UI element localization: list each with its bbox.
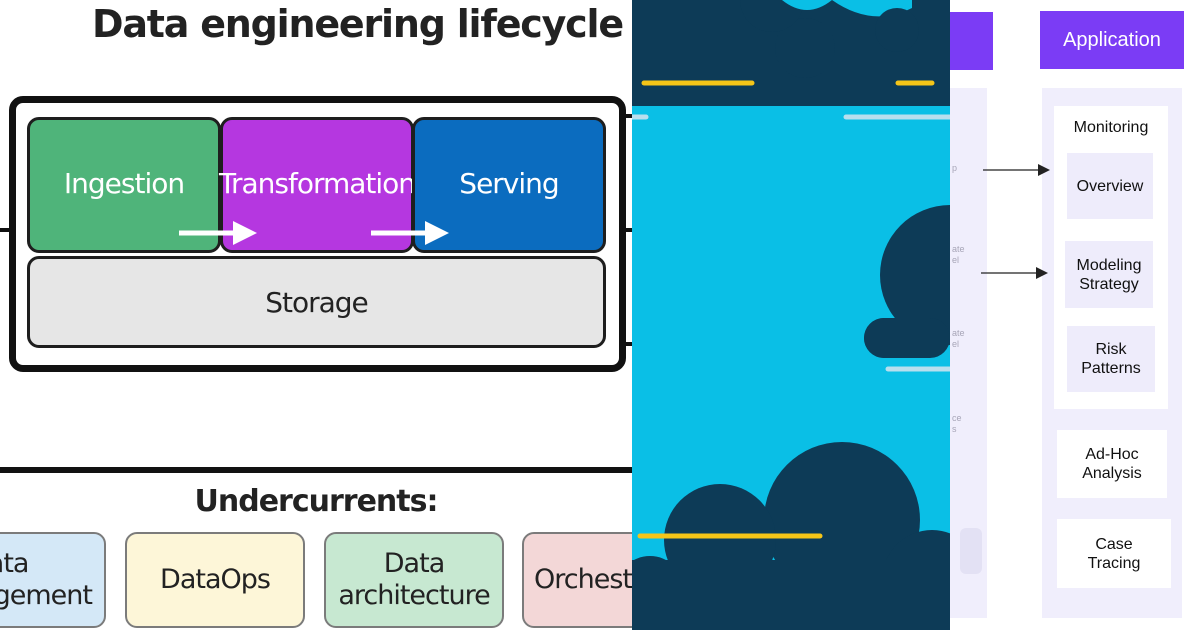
lifecycle-title: Data engineering lifecycle: [92, 2, 624, 46]
undercurrent-label: Orchestr: [534, 564, 632, 595]
node-label: Tracing: [1087, 554, 1141, 572]
undercurrents-title: Undercurrents:: [194, 484, 439, 519]
top-cloud-bump: [775, 18, 835, 78]
clouds-illustration: [632, 0, 950, 630]
undercurrent-label: architecture: [338, 580, 490, 611]
node-label: Patterns: [1081, 360, 1141, 377]
node-label: Strategy: [1079, 275, 1139, 293]
stage-transformation-label: Transformation: [218, 166, 416, 200]
application-header: Application: [1040, 11, 1184, 69]
faint-label: ate: [952, 244, 965, 254]
mid-cloud-bump: [880, 205, 950, 345]
undercurrent-data-management: Data agement: [0, 532, 106, 628]
node-label: Analysis: [1082, 465, 1142, 482]
sky-illustration: [632, 0, 950, 630]
faint-label: el: [952, 255, 960, 265]
arrow-right-icon: [179, 221, 257, 245]
application-diagram: Application p ate el ate el ce s Monitor…: [950, 0, 1200, 630]
left-connector: [0, 228, 10, 232]
stage-ingestion-label: Ingestion: [63, 166, 185, 200]
storage-label: Storage: [265, 285, 369, 319]
top-cloud-bump: [875, 8, 919, 52]
top-cloud-bump: [740, 0, 804, 32]
faint-label: p: [952, 163, 958, 173]
top-cloud-notch: [782, 0, 832, 10]
monitoring-label: Monitoring: [1073, 119, 1149, 136]
node-adhoc-analysis: Ad-Hoc Analysis: [1057, 430, 1167, 498]
stage-ingestion: Ingestion: [27, 117, 221, 253]
right-connector-bottom: [620, 342, 632, 346]
undercurrent-label: agement: [0, 580, 93, 611]
lifecycle-frame: [9, 96, 626, 372]
node-label: Risk: [1095, 341, 1127, 358]
connector-arrows: [981, 164, 1050, 279]
arrow-head-icon: [1038, 164, 1050, 176]
right-connector-top: [620, 114, 632, 118]
node-label: Overview: [1076, 177, 1144, 195]
undercurrent-label: Data: [0, 548, 29, 579]
node-risk-patterns: Risk Patterns: [1067, 326, 1155, 392]
node-label: Modeling: [1076, 256, 1142, 274]
stage-serving: Serving: [412, 117, 606, 253]
undercurrent-label: Data: [383, 548, 445, 579]
arrow-head-icon: [1036, 267, 1048, 279]
faint-label: ce: [952, 413, 962, 423]
undercurrent-data-architecture: Data architecture: [324, 532, 504, 628]
node-overview: Overview: [1067, 153, 1153, 219]
mid-cloud-base: [864, 318, 950, 358]
section-divider: [0, 467, 632, 473]
faint-label: ate: [952, 328, 965, 338]
node-label: Ad-Hoc: [1085, 446, 1139, 463]
undercurrent-dataops: DataOps: [125, 532, 305, 628]
bottom-cloud-base: [632, 560, 950, 630]
database-icon: [960, 528, 982, 574]
header-partial: [950, 12, 993, 70]
lifecycle-panel: Data engineering lifecycle Ingestion Tra…: [0, 0, 632, 630]
stage-serving-label: Serving: [459, 166, 559, 200]
node-modeling-strategy: Modeling Strategy: [1065, 241, 1153, 308]
undercurrent-label: DataOps: [160, 564, 271, 595]
bottom-cloud-bump: [764, 442, 920, 598]
node-case-tracing: Case Tracing: [1057, 519, 1171, 588]
stage-transformation: Transformation: [218, 117, 416, 253]
right-connector-mid: [620, 228, 632, 232]
arrow-right-icon: [371, 221, 449, 245]
faint-label: el: [952, 339, 960, 349]
faint-label: s: [952, 424, 957, 434]
storage-layer: Storage: [27, 256, 606, 348]
application-header-label: Application: [1063, 28, 1161, 51]
node-label: Case: [1095, 535, 1133, 553]
undercurrent-orchestration: Orchestr: [522, 532, 632, 628]
